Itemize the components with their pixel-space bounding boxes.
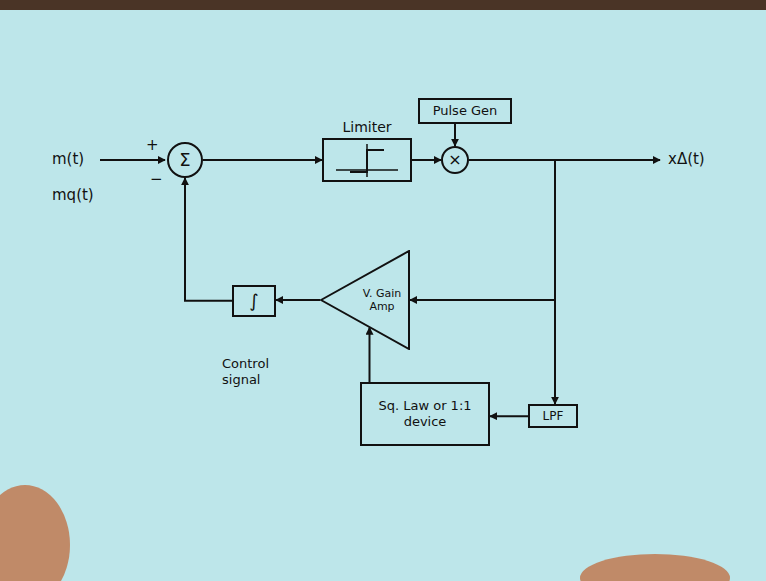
block-heading: Limiter [324, 119, 410, 136]
hand [580, 554, 730, 581]
block-label: LPF [543, 409, 564, 423]
signal-connector [276, 299, 320, 301]
summing-junction: Σ [167, 142, 203, 178]
limiter-symbol [350, 150, 384, 172]
hand [0, 485, 70, 581]
control-signal-note: Control signal [222, 356, 302, 387]
integrator-box: ∫ [232, 285, 276, 317]
amplifier-triangle [321, 251, 409, 349]
signal-connector [490, 415, 528, 417]
signal-name: mq(t) [52, 186, 94, 204]
variable-gain-amplifier: V. Gain Amp [320, 250, 410, 350]
block-label: ∫ [249, 290, 258, 312]
low-pass-filter-box: LPF [528, 404, 578, 428]
input-wire [100, 159, 165, 161]
signal-name: xΔ(t) [668, 150, 705, 168]
block-label: Σ [179, 149, 190, 171]
block-label: V. Gain Amp [354, 287, 410, 313]
signal-connector [412, 159, 441, 161]
block-label: × [448, 150, 461, 169]
amplifier-triangle [320, 250, 410, 350]
sign-symbol: + [146, 136, 159, 154]
signal-connector [410, 160, 555, 300]
multiplier: × [441, 146, 469, 174]
signal-name: m(t) [52, 150, 84, 168]
sign-symbol: − [150, 170, 163, 188]
block-label: Sq. Law or 1:1 device [368, 398, 482, 429]
pulse-generator-box: Pulse Gen [418, 98, 512, 124]
signal-connector [203, 159, 322, 161]
limiter-box: Limiter [322, 138, 412, 182]
table-edge [0, 0, 766, 10]
signal-connector [454, 124, 456, 146]
signal-connector [369, 328, 371, 383]
block-label: Pulse Gen [433, 103, 498, 119]
signal-connector [469, 160, 555, 404]
square-law-device-box: Sq. Law or 1:1 device [360, 382, 490, 446]
signal-connector [185, 178, 232, 301]
